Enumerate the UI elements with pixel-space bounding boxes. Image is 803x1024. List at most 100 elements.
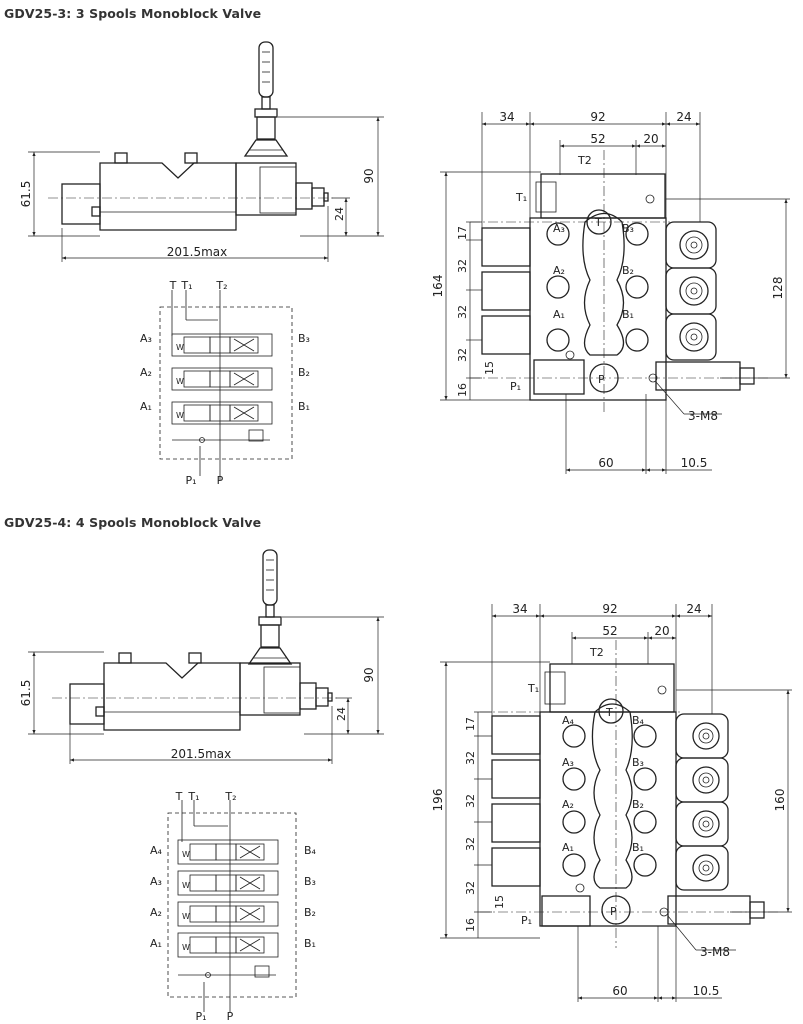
port-a3-3: A₃ [553,222,565,235]
dim-3-m8-4: 3-M8 [700,945,730,959]
sch4-t: T [175,790,183,803]
sch4-p1: P₁ [195,1010,206,1023]
svg-text:A₁: A₁ [140,400,152,413]
svg-text:A₁: A₁ [150,937,162,950]
svg-text:B₁: B₁ [298,400,310,413]
dim-24-3: 24 [676,110,691,124]
dim-24: 24 [333,207,346,221]
svg-text:W: W [182,943,190,952]
dim-34-3: 34 [499,110,514,124]
dim-201-5max: 201.5max [167,245,228,259]
dim-90-4: 90 [362,667,376,682]
port-b1-4: B₁ [632,841,644,854]
sch-p: P [217,474,224,487]
port-b4-4: B₄ [632,714,645,727]
port-t-3: T [594,216,602,229]
dim-32c-4: 32 [464,837,477,851]
svg-text:A₂: A₂ [150,906,162,919]
svg-text:W: W [176,343,184,352]
sch-t2: T₂ [215,279,227,292]
dim-32b-3: 32 [456,305,469,319]
dim-61-5-4: 61.5 [19,680,33,707]
svg-text:W: W [182,912,190,921]
dim-20-3: 20 [643,132,658,146]
dim-15-3: 15 [483,361,496,375]
port-a1-3: A₁ [553,308,565,321]
dim-92-4: 92 [602,602,617,616]
dim-52-4: 52 [602,624,617,638]
dim-16-4: 16 [464,918,477,932]
sch-t: T [169,279,177,292]
svg-text:B₁: B₁ [304,937,316,950]
dim-32a-3: 32 [456,259,469,273]
dim-61-5: 61.5 [19,181,33,208]
heading-3-spool: GDV25-3: 3 Spools Monoblock Valve [4,6,262,21]
dim-196-4: 196 [431,789,445,812]
port-a2-4: A₂ [562,798,574,811]
sch4-row-2: A₃ B₃ W [150,870,316,896]
side-view-3: 61.5 90 24 201.5max [19,41,384,262]
svg-text:A₃: A₃ [140,332,152,345]
port-b1-3: B₁ [622,308,634,321]
front-view-4: A₄ B₄ A₃ B₃ A₂ B₂ A₁ B₁ T T₁ T2 P P₁ 34 … [431,602,792,1002]
dim-15-4: 15 [493,895,506,909]
dim-201-5max-4: 201.5max [171,747,232,761]
sch-t1: T₁ [180,279,192,292]
dim-32b-4: 32 [464,794,477,808]
svg-text:B₂: B₂ [304,906,316,919]
dim-128-3: 128 [771,277,785,300]
front-view-3: A₃ B₃ A₂ B₂ A₁ B₁ T T₁ T2 P P₁ 34 92 24 … [431,110,790,474]
dim-164-3: 164 [431,275,445,298]
svg-text:B₃: B₃ [304,875,316,888]
port-a2-3: A₂ [553,264,565,277]
sch-row-1: A₃ B₃ W [140,332,310,357]
port-t2-4: T2 [589,646,604,659]
dim-60-3: 60 [598,456,613,470]
sch4-t2: T₂ [224,790,236,803]
dim-32c-3: 32 [456,348,469,362]
port-t1-3: T₁ [515,191,527,204]
port-t-4: T [605,706,613,719]
dim-160-4: 160 [773,789,787,812]
sch4-row-4: A₁ B₁ W [150,932,316,958]
heading-4-spool: GDV25-4: 4 Spools Monoblock Valve [4,515,262,530]
port-p-4: P [610,905,617,918]
sch4-row-3: A₂ B₂ W [150,901,316,927]
dim-24-4b: 24 [686,602,701,616]
dim-10-5-3: 10.5 [681,456,708,470]
sch-row-3: A₁ B₁ W [140,400,310,425]
port-b3-3: B₃ [622,222,634,235]
svg-text:B₂: B₂ [298,366,310,379]
svg-text:B₄: B₄ [304,844,317,857]
port-p1-4: P₁ [521,914,532,927]
dim-16-3: 16 [456,383,469,397]
port-b2-4: B₂ [632,798,644,811]
sch4-t1: T₁ [187,790,199,803]
port-a1-4: A₁ [562,841,574,854]
svg-text:A₂: A₂ [140,366,152,379]
dim-24-4: 24 [335,707,348,721]
dim-32d-4: 32 [464,881,477,895]
schematic-3: T T₁ T₂ P₁ P A₃ B₃ W A₂ B₂ W A₁ B₁ [140,279,310,487]
dim-60-4: 60 [612,984,627,998]
port-b3-4: B₃ [632,756,644,769]
svg-text:A₄: A₄ [150,844,163,857]
dim-20-4: 20 [654,624,669,638]
svg-text:W: W [182,850,190,859]
port-a3-4: A₃ [562,756,574,769]
svg-text:B₃: B₃ [298,332,310,345]
sch-p1: P₁ [185,474,196,487]
dim-90: 90 [362,168,376,183]
dim-17-4: 17 [464,717,477,731]
dim-92-3: 92 [590,110,605,124]
sch-row-2: A₂ B₂ W [140,366,310,391]
schematic-4: T T₁ T₂ P₁ P A₄ B₄ W A₃ B₃ W A₂ B₂ [150,790,317,1023]
sch4-p: P [227,1010,234,1023]
dim-52-3: 52 [590,132,605,146]
port-a4-4: A₄ [562,714,575,727]
side-view-4: 61.5 90 24 201.5max [19,549,384,764]
dim-17-3: 17 [456,226,469,240]
port-p1-3: P₁ [510,380,521,393]
svg-text:A₃: A₃ [150,875,162,888]
